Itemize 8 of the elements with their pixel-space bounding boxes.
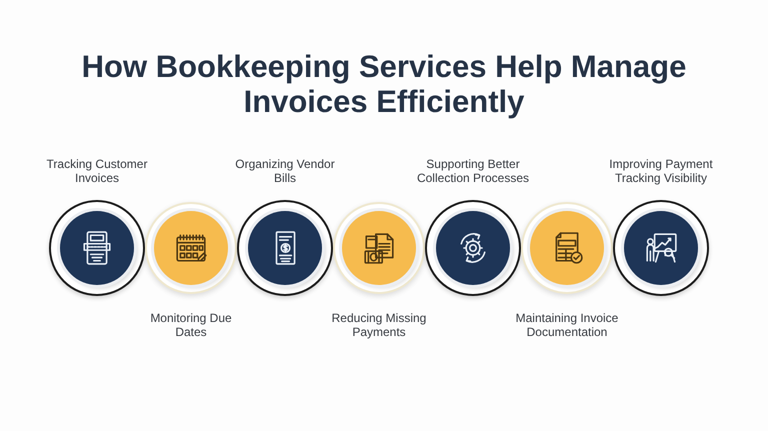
step-label: Organizing Vendor Bills bbox=[234, 157, 336, 185]
step-label: Supporting Better Collection Processes bbox=[416, 157, 530, 185]
step-label: Maintaining Invoice Documentation bbox=[514, 311, 620, 339]
step-label: Improving Payment Tracking Visibility bbox=[608, 157, 714, 185]
step-label: Tracking Customer Invoices bbox=[46, 157, 148, 185]
title: How Bookkeeping Services Help Manage Invoices Efficiently bbox=[80, 49, 688, 119]
step-label: Reducing Missing Payments bbox=[330, 311, 428, 339]
step-label: Monitoring Due Dates bbox=[149, 311, 233, 339]
